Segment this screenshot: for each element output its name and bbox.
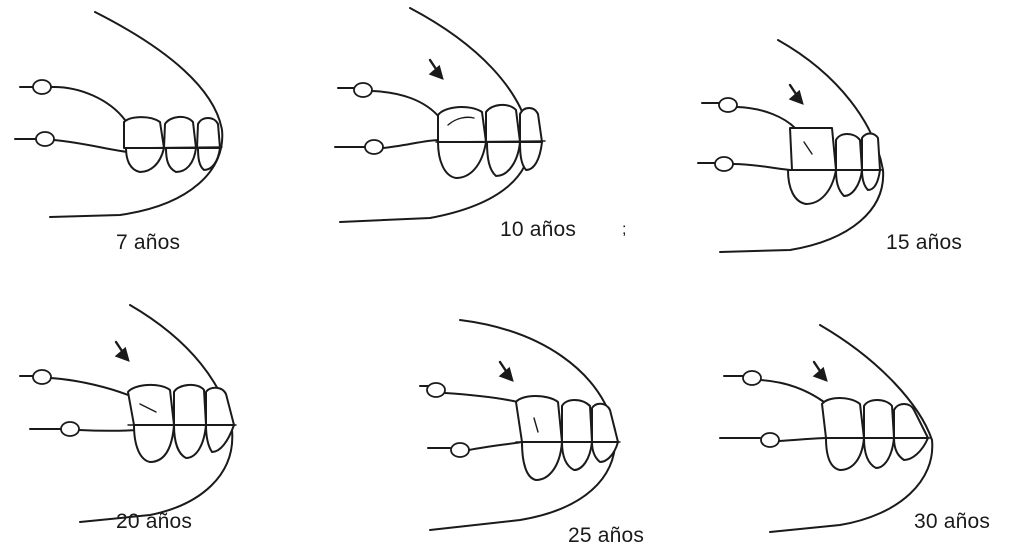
contour-line bbox=[124, 147, 222, 148]
panel-20-anos: 20 años bbox=[0, 300, 330, 550]
panel-30-anos: 30 años bbox=[710, 310, 1016, 550]
contour-line bbox=[436, 141, 545, 142]
tooth-outline bbox=[894, 438, 928, 460]
tooth-outline bbox=[864, 438, 894, 468]
arrow-down-right-icon bbox=[431, 67, 442, 78]
tooth-outline bbox=[520, 142, 542, 170]
tooth-outline bbox=[562, 442, 592, 470]
node-circle bbox=[33, 80, 51, 94]
jaw-drawing bbox=[0, 0, 330, 270]
tooth-outline bbox=[128, 385, 174, 425]
age-label: 20 años bbox=[116, 510, 192, 534]
node-circle bbox=[365, 140, 383, 154]
tooth-outline bbox=[206, 425, 234, 452]
tooth-outline bbox=[487, 142, 520, 176]
age-label: 10 años bbox=[500, 218, 576, 242]
tooth-outline bbox=[486, 105, 520, 142]
node-circle bbox=[36, 132, 54, 146]
tooth-outline bbox=[522, 442, 562, 480]
tooth-outline bbox=[826, 438, 864, 470]
node-circle bbox=[719, 98, 737, 112]
tooth-outline bbox=[174, 425, 206, 458]
tooth-outline bbox=[562, 400, 592, 442]
arrow-down-right-icon bbox=[501, 369, 512, 380]
node-circle bbox=[761, 433, 779, 447]
tooth-outline bbox=[836, 170, 862, 196]
node-circle bbox=[61, 422, 79, 436]
tooth-outline bbox=[788, 170, 836, 204]
node-circle bbox=[427, 383, 445, 397]
age-label: 15 años bbox=[886, 231, 962, 255]
contour-line bbox=[54, 140, 128, 152]
node-circle bbox=[354, 83, 372, 97]
contour-line bbox=[761, 380, 824, 402]
tooth-outline bbox=[438, 142, 486, 178]
tooth-outline bbox=[520, 108, 542, 142]
tooth-outline bbox=[174, 385, 206, 425]
tooth-outline bbox=[592, 442, 618, 462]
node-circle bbox=[33, 370, 51, 384]
node-circle bbox=[715, 157, 733, 171]
panel-7-anos: 7 años bbox=[0, 0, 330, 270]
age-label: 30 años bbox=[914, 510, 990, 534]
stray-mark: ; bbox=[622, 221, 627, 239]
contour-line bbox=[79, 430, 138, 431]
tooth-outline bbox=[438, 107, 486, 142]
node-circle bbox=[451, 443, 469, 457]
contour-line bbox=[51, 378, 128, 395]
contour-line bbox=[383, 140, 440, 148]
age-label: 25 años bbox=[568, 524, 644, 548]
contour-line bbox=[372, 91, 440, 118]
tooth-outline bbox=[516, 396, 562, 442]
tooth-outline bbox=[197, 118, 220, 148]
panel-10-anos: 10 años ; bbox=[330, 0, 670, 270]
tooth-outline bbox=[822, 398, 864, 438]
tooth-outline bbox=[166, 148, 196, 172]
contour-line bbox=[779, 438, 828, 441]
contour-line bbox=[445, 393, 518, 402]
panel-25-anos: 25 años bbox=[410, 310, 710, 550]
jaw-drawing bbox=[410, 310, 710, 550]
tooth-outline bbox=[134, 425, 174, 462]
tooth-outline bbox=[206, 388, 234, 425]
tooth-outline bbox=[790, 128, 836, 170]
tooth-outline bbox=[862, 170, 880, 190]
tooth-outline bbox=[124, 117, 164, 148]
contour-line bbox=[737, 107, 795, 128]
arrow-down-right-icon bbox=[117, 349, 128, 360]
tooth-outline bbox=[126, 148, 164, 172]
node-circle bbox=[743, 371, 761, 385]
contour-line bbox=[50, 12, 222, 217]
tooth-outline bbox=[862, 134, 880, 171]
tooth-outline bbox=[164, 117, 196, 148]
contour-line bbox=[469, 442, 522, 450]
arrow-down-right-icon bbox=[815, 369, 826, 380]
tooth-outline bbox=[592, 404, 618, 442]
contour-line bbox=[51, 87, 125, 120]
tooth-outline bbox=[198, 148, 220, 170]
arrow-down-right-icon bbox=[791, 92, 802, 103]
panel-15-anos: 15 años bbox=[690, 30, 1016, 270]
age-label: 7 años bbox=[116, 231, 180, 255]
tooth-outline bbox=[864, 400, 894, 438]
contour-line bbox=[733, 164, 790, 170]
jaw-drawing bbox=[690, 30, 1016, 270]
tooth-outline bbox=[836, 134, 862, 170]
